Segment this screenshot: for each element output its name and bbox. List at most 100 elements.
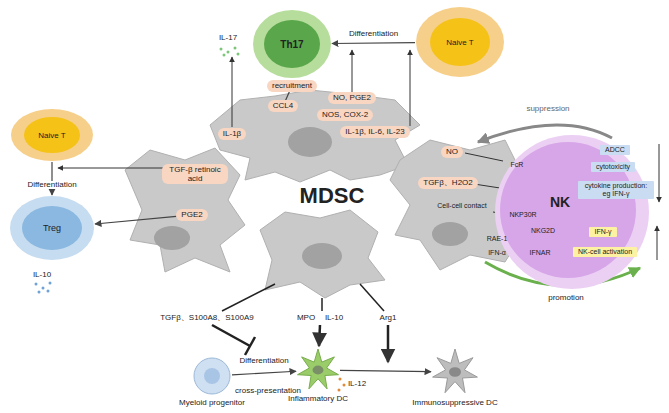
- node-text: NO, PGE2: [333, 93, 371, 102]
- inflammatory-dc: Inflammatory DC: [296, 348, 340, 392]
- node-text: ADCC: [605, 146, 625, 154]
- node-text: TGF-β retinoic acid: [167, 165, 223, 183]
- naive-t-cell: Naive T: [415, 6, 505, 78]
- node-text: Naive T: [446, 38, 473, 47]
- outer-membrane: [495, 135, 649, 289]
- annotation-label: TGFβ、S100A8、S100A9: [160, 314, 254, 322]
- annotation-label: promotion: [548, 294, 584, 302]
- edge-label: Differentiation: [347, 30, 400, 38]
- nucleus: [449, 367, 461, 377]
- inhibition-line: [212, 325, 250, 346]
- effect-box: ADCC: [600, 145, 630, 155]
- arrow: [659, 144, 660, 202]
- nucleus: [22, 206, 82, 250]
- arrow: [232, 57, 233, 127]
- node-text: IL-1β: [223, 129, 241, 138]
- node-text: cytokine production: eg IFN-γ: [583, 182, 649, 198]
- annotation-label: IFNAR: [530, 249, 551, 256]
- connector: [286, 92, 290, 101]
- annotation-label: IL-10: [325, 314, 343, 322]
- nucleus: [313, 366, 324, 375]
- line: [360, 284, 384, 311]
- cytokine-dots: [220, 47, 240, 57]
- mdsc-cell: [260, 210, 385, 298]
- effect-box: cytokine production: eg IFN-γ: [578, 181, 654, 199]
- factor-pill: TGF-β retinoic acid: [162, 164, 228, 184]
- arrow: [387, 325, 390, 362]
- node-caption: Inflammatory DC: [288, 394, 348, 403]
- annotation-label: suppression: [526, 105, 569, 113]
- node-caption: Immunosuppressive DC: [412, 398, 497, 407]
- annotation-label: MPO: [297, 314, 315, 322]
- connector: [340, 370, 431, 371]
- cell-icon: [431, 348, 479, 396]
- node-text: PGE2: [181, 210, 202, 219]
- factor-pill: NO: [441, 146, 463, 157]
- connector: [332, 42, 415, 44]
- cell-body: [298, 349, 339, 389]
- node-text: cytotoxicity: [596, 163, 630, 171]
- annotation-label: NKP30R: [509, 211, 536, 218]
- connector: [51, 162, 52, 195]
- cell-body: [433, 349, 478, 393]
- node-text: NK: [550, 194, 570, 210]
- annotation-label: RAE-1: [487, 235, 508, 242]
- outer-membrane: [416, 7, 504, 77]
- annotation-label: cross-presentation: [235, 387, 301, 395]
- leader-line: [465, 153, 503, 161]
- line: [222, 284, 275, 311]
- factor-pill: CCL4: [268, 100, 298, 111]
- node-text: NK-cell activation: [578, 248, 632, 256]
- factor-pill: NOS, COX-2: [317, 109, 373, 120]
- edge-label: Differentiation: [25, 181, 78, 189]
- effect-box: NK-cell activation: [573, 247, 637, 257]
- node-text: Naive T: [38, 131, 65, 140]
- nucleus: [264, 20, 320, 68]
- factor-pill: PGE2: [176, 209, 207, 220]
- arrow: [58, 168, 166, 169]
- factor-pill: recruitment: [267, 80, 317, 91]
- annotation-label: Cell-cell contact: [437, 202, 486, 209]
- node-text: CCL4: [273, 101, 293, 110]
- node-text: NO: [446, 147, 458, 156]
- effect-box: IFN-γ: [589, 227, 616, 237]
- factor-pill: TGFβ、H2O2: [418, 177, 478, 188]
- node-text: IL-1β, IL-6, IL-23: [345, 127, 404, 136]
- annotation-label: FcR: [511, 161, 524, 168]
- treg-cell: Treg: [9, 195, 95, 261]
- line: [321, 298, 323, 311]
- th17-cell: Th17: [252, 9, 332, 79]
- annotation-label: MDSC: [300, 185, 365, 207]
- nucleus: [500, 142, 636, 278]
- connector: [232, 371, 296, 375]
- nucleus: [430, 18, 490, 66]
- arrow: [319, 325, 320, 346]
- mdsc-cell: [125, 148, 245, 272]
- node-text: TGFβ、H2O2: [423, 178, 473, 187]
- factor-pill: NO, PGE2: [328, 92, 376, 103]
- factor-pill: IL-1β: [218, 128, 246, 139]
- node-text: Th17: [280, 39, 303, 50]
- outer-membrane: [11, 109, 93, 161]
- naive-t-cell: Naive T: [10, 108, 94, 162]
- arrow: [410, 50, 411, 126]
- cytokine-dots: [338, 378, 346, 392]
- annotation-label: IL-17: [219, 34, 237, 42]
- cell-body: [194, 358, 230, 394]
- cell-icon: [296, 348, 340, 392]
- node-text: NOS, COX-2: [322, 110, 368, 119]
- factor-pill: IL-1β, IL-6, IL-23: [340, 126, 409, 137]
- nucleus: [204, 368, 220, 384]
- inhibition-bar: [245, 337, 255, 355]
- edge-label: Differentiation: [237, 357, 290, 365]
- myeloid-progenitor: Myeloid progenitor: [192, 356, 232, 396]
- annotation-label: IFN-α: [488, 249, 506, 256]
- outer-membrane: [10, 196, 94, 260]
- annotation-label: NKG2D: [531, 227, 555, 234]
- immunosuppressive-dc: Immunosuppressive DC: [431, 348, 479, 396]
- mdsc-cell: [210, 90, 420, 182]
- annotation-label: Arg1: [380, 314, 397, 322]
- leader-line: [474, 184, 500, 188]
- nucleus: [24, 117, 80, 153]
